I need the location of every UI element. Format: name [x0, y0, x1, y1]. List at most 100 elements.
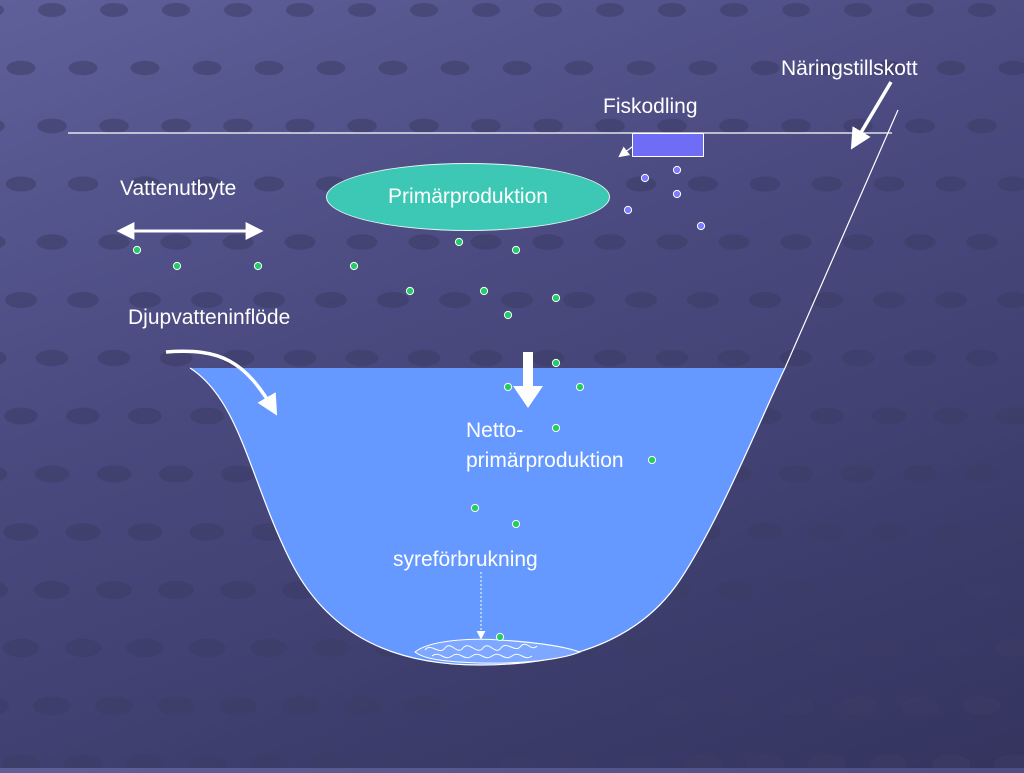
- green-particle: [495, 632, 505, 642]
- netto-label-line2: primärproduktion: [466, 449, 624, 472]
- background-dot: [749, 176, 781, 192]
- background-dot: [35, 349, 69, 367]
- background-dot: [933, 523, 969, 541]
- background-dot: [533, 118, 563, 134]
- primarproduktion-label: Primärproduktion: [388, 185, 548, 208]
- background-dot: [224, 3, 252, 17]
- background-dot: [253, 292, 285, 308]
- background-dot: [99, 118, 129, 134]
- background-dot: [281, 696, 319, 716]
- deep-water-basin: [190, 368, 785, 665]
- background-dot: [658, 3, 686, 17]
- djupvatteninflode-label: Djupvatteninflöde: [128, 306, 291, 329]
- background-dot: [718, 234, 750, 250]
- background-dot: [716, 581, 752, 599]
- background-dot: [346, 234, 378, 250]
- background-dot: [905, 118, 935, 134]
- background-dot: [746, 638, 784, 658]
- background-dot: [223, 118, 253, 134]
- background-dot: [626, 60, 656, 76]
- background-dot: [778, 465, 814, 483]
- naringstillskott-arrow: [850, 81, 893, 150]
- vattenutbyte-label: Vattenutbyte: [120, 177, 237, 200]
- background-dot: [67, 176, 99, 192]
- background-dot: [253, 176, 285, 192]
- background-dot: [745, 754, 785, 773]
- background-dot: [0, 236, 6, 248]
- background-dot: [842, 234, 874, 250]
- background-dot: [97, 349, 131, 367]
- background-dot: [125, 754, 165, 773]
- background-dot: [0, 467, 8, 481]
- background-dot: [63, 754, 103, 773]
- green-particle: [503, 310, 513, 320]
- background-dot: [750, 60, 780, 76]
- green-particle: [551, 293, 561, 303]
- background-dot: [405, 696, 443, 716]
- background-dot: [683, 754, 723, 773]
- background-dot: [472, 3, 500, 17]
- background-dot: [747, 523, 783, 541]
- background-dot: [435, 754, 475, 773]
- background-dot: [160, 234, 192, 250]
- sedimentation-arrow: [513, 352, 543, 408]
- background-dot: [191, 292, 223, 308]
- blue-particle: [672, 165, 682, 175]
- background-dot: [0, 582, 8, 598]
- background-dot: [684, 638, 722, 658]
- background-dot: [250, 638, 288, 658]
- background-dot: [1, 754, 41, 773]
- background-dot: [410, 3, 438, 17]
- background-dot: [532, 234, 564, 250]
- background-dot: [2, 638, 40, 658]
- background-dot: [5, 292, 37, 308]
- green-particle: [405, 286, 415, 296]
- background-dot: [906, 3, 934, 17]
- background-dot: [902, 465, 938, 483]
- background-dot: [596, 3, 624, 17]
- background-dot: [254, 60, 284, 76]
- background-dot: [625, 176, 657, 192]
- background-dot: [158, 465, 194, 483]
- green-particle: [132, 245, 142, 255]
- background-dot: [220, 581, 256, 599]
- background-dot: [469, 349, 503, 367]
- background-dot: [220, 465, 256, 483]
- background-dot: [808, 638, 846, 658]
- background-dot: [936, 60, 966, 76]
- background-dot: [777, 696, 815, 716]
- naringstillskott-label: Näringstillskott: [781, 57, 918, 80]
- background-dot: [191, 176, 223, 192]
- background-dot: [158, 581, 194, 599]
- background-dot: [901, 696, 939, 716]
- green-particle: [551, 423, 561, 433]
- background-dot: [717, 349, 751, 367]
- background-dot: [98, 234, 130, 250]
- background-dot: [64, 638, 102, 658]
- primarproduktion-ellipse: Primärproduktion: [326, 163, 610, 231]
- background-dot: [968, 3, 996, 17]
- background-dot: [719, 118, 749, 134]
- blue-particle: [623, 205, 633, 215]
- background-dot: [965, 349, 999, 367]
- background-dot: [870, 638, 908, 658]
- background-dot: [33, 696, 71, 716]
- background-dot: [497, 754, 537, 773]
- background-dot: [934, 407, 968, 425]
- green-particle: [551, 358, 561, 368]
- green-particle: [172, 261, 182, 271]
- background-dot: [3, 523, 39, 541]
- background-dot: [529, 696, 567, 716]
- background-dot: [779, 349, 813, 367]
- background-dot: [995, 523, 1024, 541]
- background-dot: [68, 60, 98, 76]
- background-dot: [873, 292, 905, 308]
- green-particle: [253, 261, 263, 271]
- blue-particles: [623, 165, 706, 231]
- background-dot: [931, 754, 971, 773]
- background-dot: [715, 696, 753, 716]
- background-dot: [996, 407, 1024, 425]
- background-dot: [222, 234, 254, 250]
- background-dot: [378, 60, 408, 76]
- background-dot: [343, 696, 381, 716]
